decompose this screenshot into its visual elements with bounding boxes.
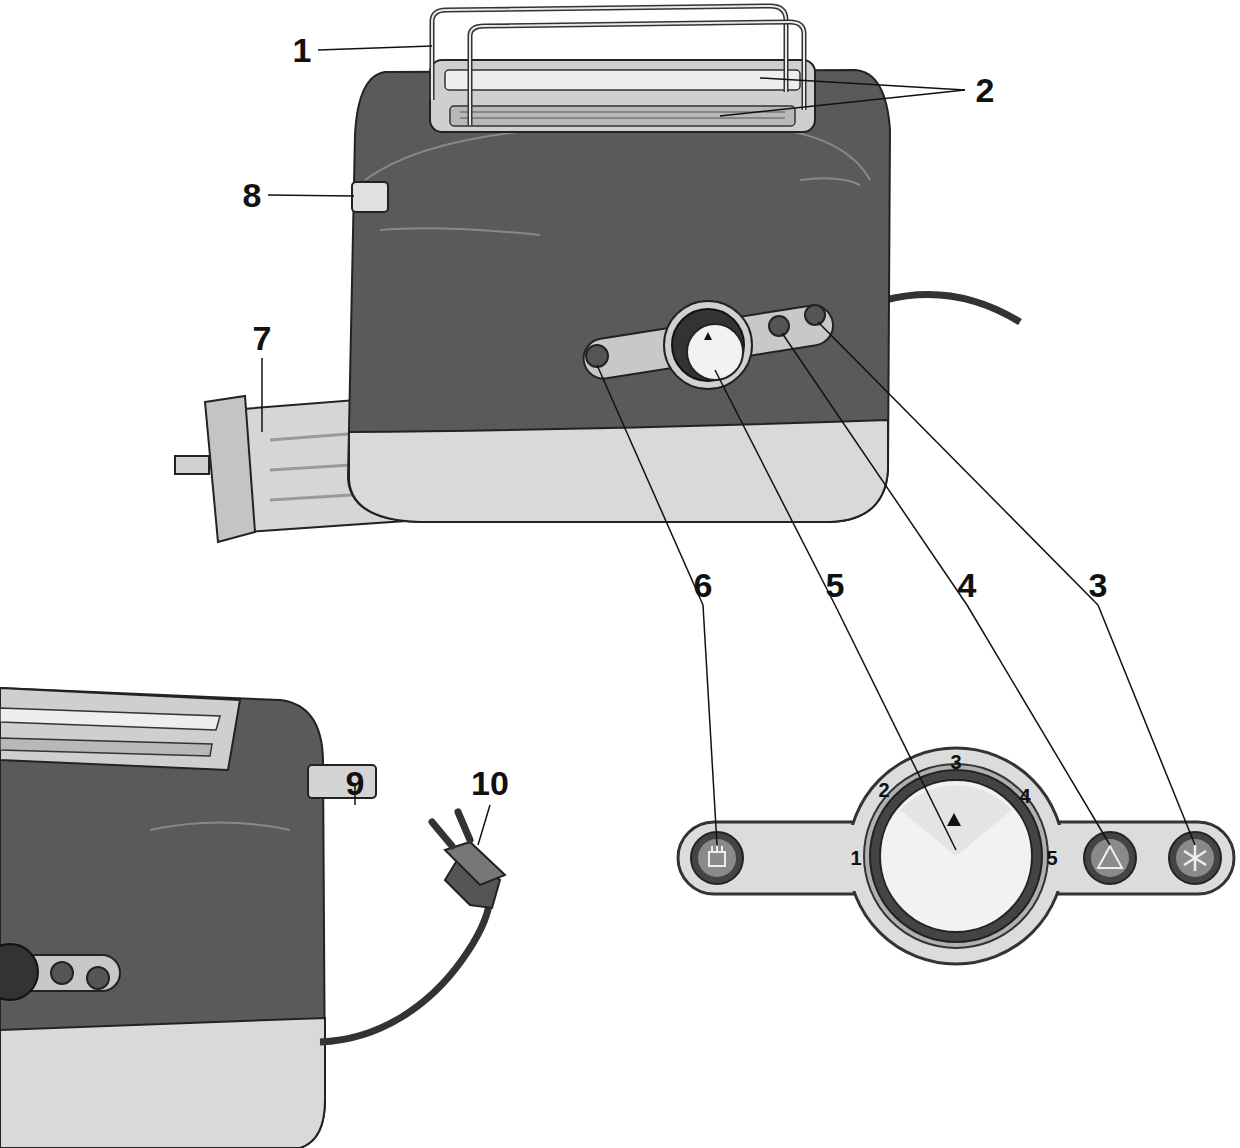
dial-number: 1 (850, 848, 861, 868)
toaster-side-view (0, 688, 376, 1148)
callout-number: 5 (826, 568, 845, 602)
callout-number: 7 (253, 321, 272, 355)
callout-number: 3 (1089, 568, 1108, 602)
callout-number: 4 (958, 568, 977, 602)
callout-number: 2 (976, 73, 995, 107)
toaster-body (348, 60, 890, 522)
dial-number: 5 (1046, 848, 1057, 868)
callout-number: 10 (471, 766, 509, 800)
callout-number: 8 (243, 178, 262, 212)
dial-number: 2 (878, 780, 889, 800)
control-panel-detail (678, 748, 1234, 964)
lift-lever (308, 765, 376, 798)
power-cord (885, 294, 1020, 322)
callout-number: 1 (293, 33, 312, 67)
dial-number: 4 (1019, 786, 1030, 806)
dial-number: 3 (950, 752, 961, 772)
callout-number: 9 (346, 766, 365, 800)
control-panel (581, 301, 836, 389)
lift-lever (352, 182, 388, 212)
bun-warming-rack (432, 6, 804, 125)
callout-number: 6 (694, 568, 713, 602)
leader-lines (262, 46, 1195, 850)
mains-plug (320, 812, 505, 1042)
